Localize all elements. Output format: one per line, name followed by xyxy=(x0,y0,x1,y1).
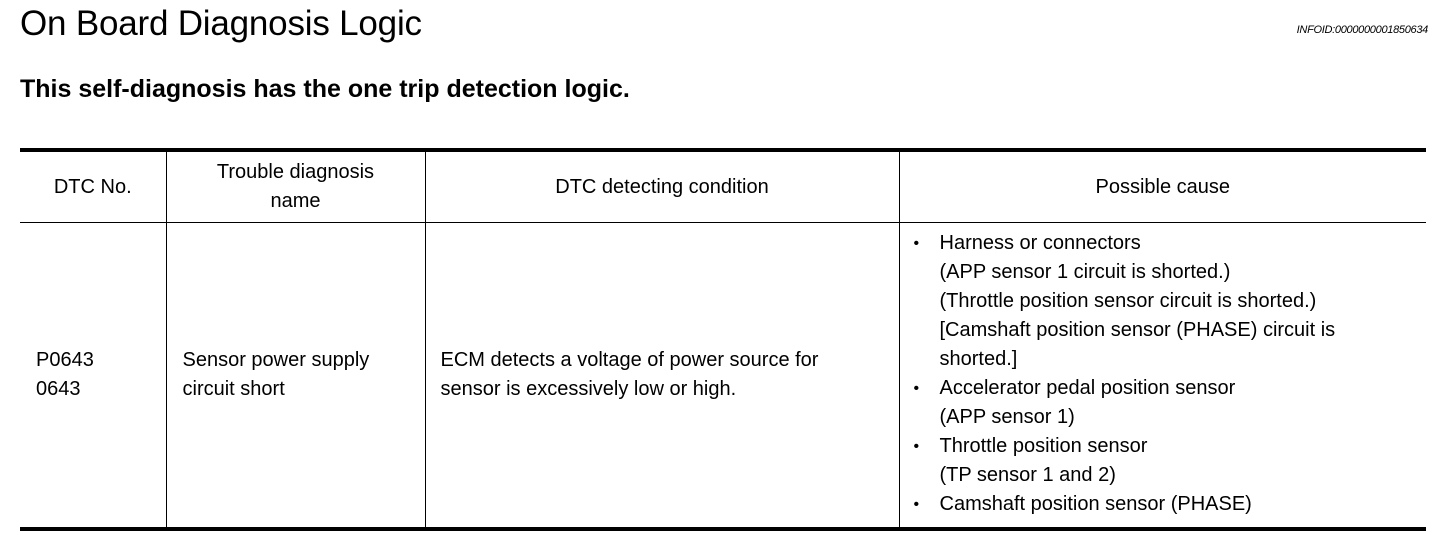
dtc-table: DTC No. Trouble diagnosis name DTC detec… xyxy=(20,148,1426,531)
cell-trouble-name: Sensor power supply circuit short xyxy=(165,222,426,529)
dtc-no-primary: P0643 xyxy=(36,349,94,371)
cause-detail: shorted.] xyxy=(939,348,1018,370)
info-id: INFOID:0000000001850634 xyxy=(1296,24,1429,36)
bullet-icon: • xyxy=(913,496,920,513)
trouble-name-line1: Sensor power supply xyxy=(182,349,370,371)
cell-detecting-condition: ECM detects a voltage of power source fo… xyxy=(424,222,900,529)
header-name-line2: name xyxy=(270,190,321,212)
bullet-icon: • xyxy=(913,380,920,397)
cause-list: • Harness or connectors (APP sensor 1 ci… xyxy=(900,223,1427,527)
cause-detail: (Throttle position sensor circuit is sho… xyxy=(939,290,1317,312)
header-trouble-diagnosis-name: Trouble diagnosis name xyxy=(165,150,426,223)
header-possible-cause: Possible cause xyxy=(898,150,1426,223)
header-dtc-no: DTC No. xyxy=(20,150,167,223)
dtc-no-secondary: 0643 xyxy=(36,378,81,400)
bullet-icon: • xyxy=(913,438,920,455)
cell-possible-cause: • Harness or connectors (APP sensor 1 ci… xyxy=(898,222,1427,529)
cause-detail: (TP sensor 1 and 2) xyxy=(939,464,1116,486)
page-title: On Board Diagnosis Logic xyxy=(20,4,422,43)
cause-detail: (APP sensor 1 circuit is shorted.) xyxy=(939,261,1231,283)
cause-detail: [Camshaft position sensor (PHASE) circui… xyxy=(939,319,1336,341)
cause-main: Throttle position sensor xyxy=(939,435,1148,457)
bullet-icon: • xyxy=(913,235,920,252)
trouble-name-line2: circuit short xyxy=(182,378,285,400)
subtitle: This self-diagnosis has the one trip det… xyxy=(20,75,630,103)
cause-main: Harness or connectors xyxy=(939,232,1141,254)
list-item: • Harness or connectors (APP sensor 1 ci… xyxy=(914,229,1427,374)
table-header-row: DTC No. Trouble diagnosis name DTC detec… xyxy=(20,150,1426,223)
header-name-line1: Trouble diagnosis xyxy=(216,161,375,183)
list-item: • Accelerator pedal position sensor (APP… xyxy=(914,374,1427,432)
header-detecting-condition: DTC detecting condition xyxy=(424,150,900,223)
table-row: P0643 0643 Sensor power supply circuit s… xyxy=(20,222,1427,529)
cause-detail: (APP sensor 1) xyxy=(939,406,1075,428)
condition-line1: ECM detects a voltage of power source fo… xyxy=(440,349,819,371)
list-item: • Camshaft position sensor (PHASE) xyxy=(914,490,1427,519)
condition-line2: sensor is excessively low or high. xyxy=(440,378,737,400)
cell-dtc-no: P0643 0643 xyxy=(20,222,167,529)
cause-main: Accelerator pedal position sensor xyxy=(939,377,1236,399)
list-item: • Throttle position sensor (TP sensor 1 … xyxy=(914,432,1427,490)
cause-main: Camshaft position sensor (PHASE) xyxy=(939,493,1252,515)
